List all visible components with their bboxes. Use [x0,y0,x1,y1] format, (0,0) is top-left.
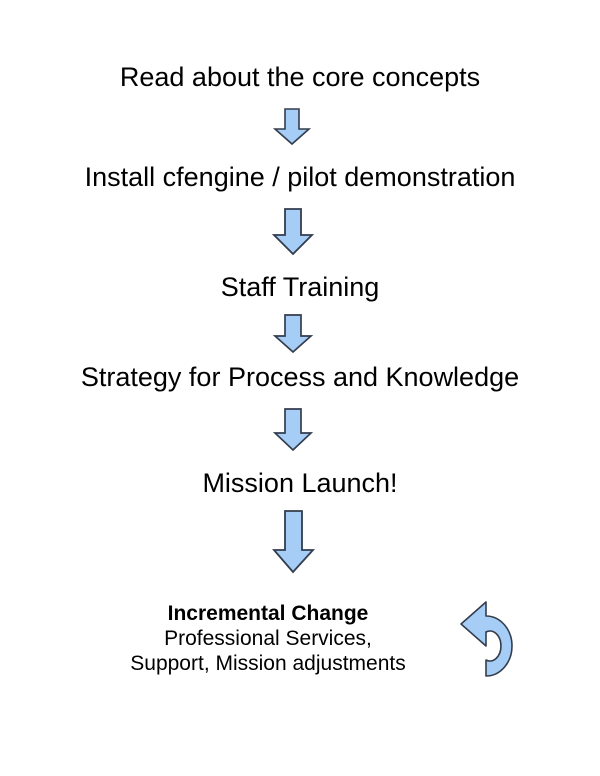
final-step-line-2: Support, Mission adjustments [130,651,406,675]
step-mission-launch: Mission Launch! [202,468,398,498]
final-step-title: Incremental Change [167,602,369,625]
step-install-cfengine: Install cfengine / pilot demonstration [84,162,516,192]
down-arrow-icon [271,208,315,256]
final-step-line-1: Professional Services, [164,626,372,650]
down-arrow-icon [272,510,316,574]
circular-loop-arrow-icon [460,601,513,677]
final-step-block: Incremental Change Professional Services… [0,602,600,676]
step-read-core-concepts: Read about the core concepts [119,62,481,92]
down-arrow-icon [272,108,312,146]
down-arrow-icon [272,408,314,452]
down-arrow-icon [272,314,314,354]
step-strategy: Strategy for Process and Knowledge [80,362,520,392]
step-staff-training: Staff Training [220,272,380,302]
